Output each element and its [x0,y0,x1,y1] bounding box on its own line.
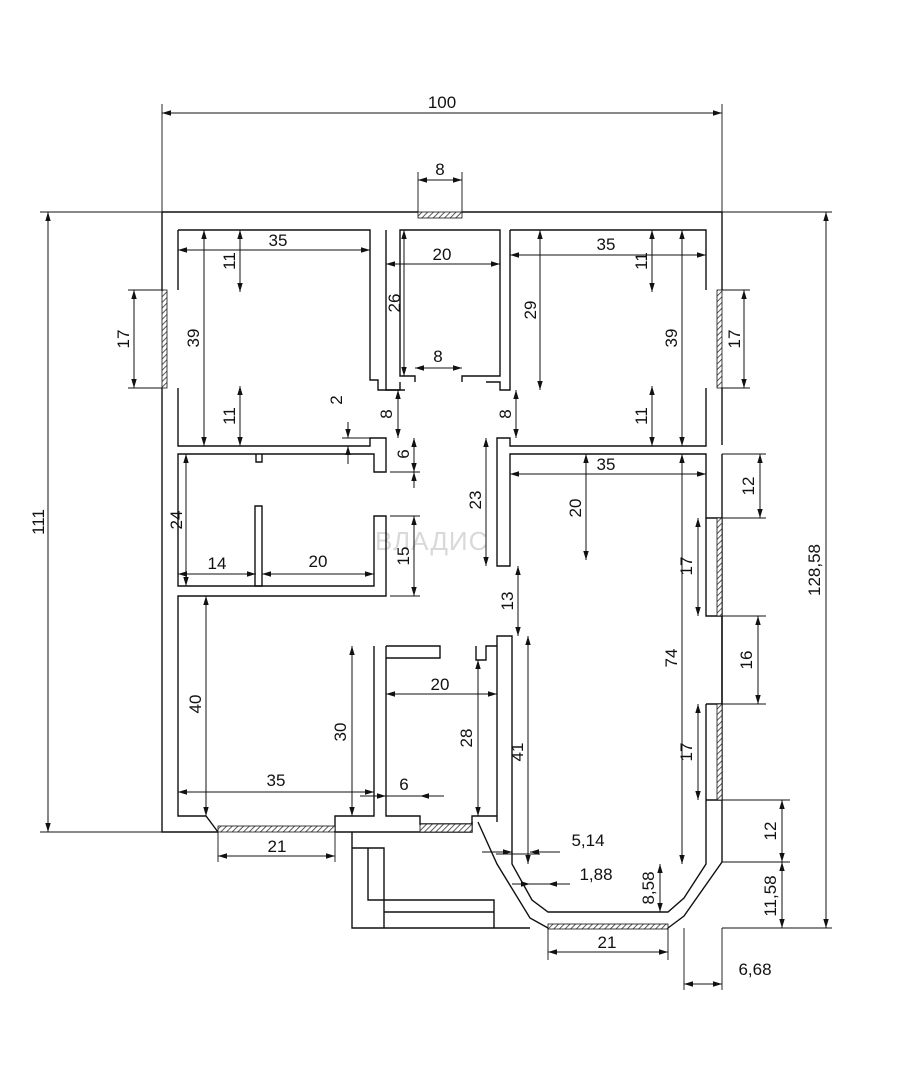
dim-corridor-23: 23 [466,491,485,510]
dim-bay-668: 6,68 [738,960,771,979]
dim-room2-top-11: 11 [632,252,651,270]
dim-overall-height-left: 111 [29,509,48,535]
extension-lines [40,104,832,990]
dim-room2-width: 35 [597,235,616,254]
window-top-door [417,211,463,219]
dim-hall-15: 15 [394,547,413,566]
dim-window-16: 16 [737,651,756,670]
dim-angle-514: 5,14 [571,831,604,850]
dim-wc-width: 20 [433,245,452,264]
dim-room3-74: 74 [662,649,681,668]
window-bottom-bath [419,823,473,833]
outer-wall [161,211,723,929]
walls [161,211,723,930]
dim-room1-bottom-11: 11 [220,407,239,425]
dim-overall-height-right: 128,58 [805,544,824,596]
dim-corr-41: 41 [508,743,527,762]
dim-room2-height: 39 [662,329,681,348]
dim-room4-35: 35 [267,771,286,790]
dimension-labels: 100 8 111 128,58 35 11 39 11 17 20 26 8 … [29,93,824,979]
dim-bay-858: 8,58 [639,871,658,904]
dim-small-8-right: 8 [496,409,515,418]
right-lower-wall [496,518,723,913]
window-right [716,289,723,389]
window-bay [547,923,669,930]
dim-bay-21: 21 [598,933,617,952]
wc-walls [385,229,511,391]
dim-wc-door: 8 [433,347,442,366]
dim-left-window: 17 [114,330,133,349]
dim-bottom-left-21: 21 [268,837,287,856]
dim-room1-top-11: 11 [220,252,239,270]
window-right-mid-1 [716,517,723,617]
dim-overall-width: 100 [428,93,456,112]
dim-room2-depth: 29 [521,301,540,320]
dim-top-door: 8 [435,160,444,179]
dim-gap-13: 13 [498,592,517,611]
dim-bath-20: 20 [431,675,450,694]
dim-room1-width: 35 [269,231,288,250]
dim-right-12-top: 12 [739,477,758,496]
dim-right-17-bottom: 17 [677,743,696,762]
dim-room4-40: 40 [186,695,205,714]
balcony [351,832,530,929]
outer-wall-inner [177,229,405,833]
dim-room4-30: 30 [331,723,350,742]
dim-wc-height: 26 [385,294,404,313]
dim-small-8-left: 8 [377,409,396,418]
dim-small-6: 6 [394,449,413,458]
dimension-lines [45,110,829,987]
dim-hall-14: 14 [208,554,227,573]
dim-bay-1158: 11,58 [761,875,780,916]
window-left [161,289,168,389]
dim-small-2: 2 [327,395,346,404]
dim-room2-bottom-11: 11 [632,407,651,425]
dim-right-12-bottom: 12 [761,822,780,841]
dim-bath-28: 28 [457,729,476,748]
dim-kitchen-width: 35 [597,455,616,474]
hall-stubs [254,454,263,587]
dim-hall-24: 24 [167,511,186,530]
dim-hall-20: 20 [309,552,328,571]
watermark: ВЛАДИС [375,526,488,556]
dim-gap-6: 6 [399,775,408,794]
window-bottom-left [217,825,336,833]
dim-right-window: 17 [725,330,744,349]
right-room-walls [496,229,722,567]
window-right-mid-2 [716,703,723,801]
dim-kitchen-depth: 20 [566,499,585,518]
dim-angle-188: 1,88 [579,865,612,884]
dim-right-17-top: 17 [677,557,696,576]
dim-room1-height: 39 [184,329,203,348]
